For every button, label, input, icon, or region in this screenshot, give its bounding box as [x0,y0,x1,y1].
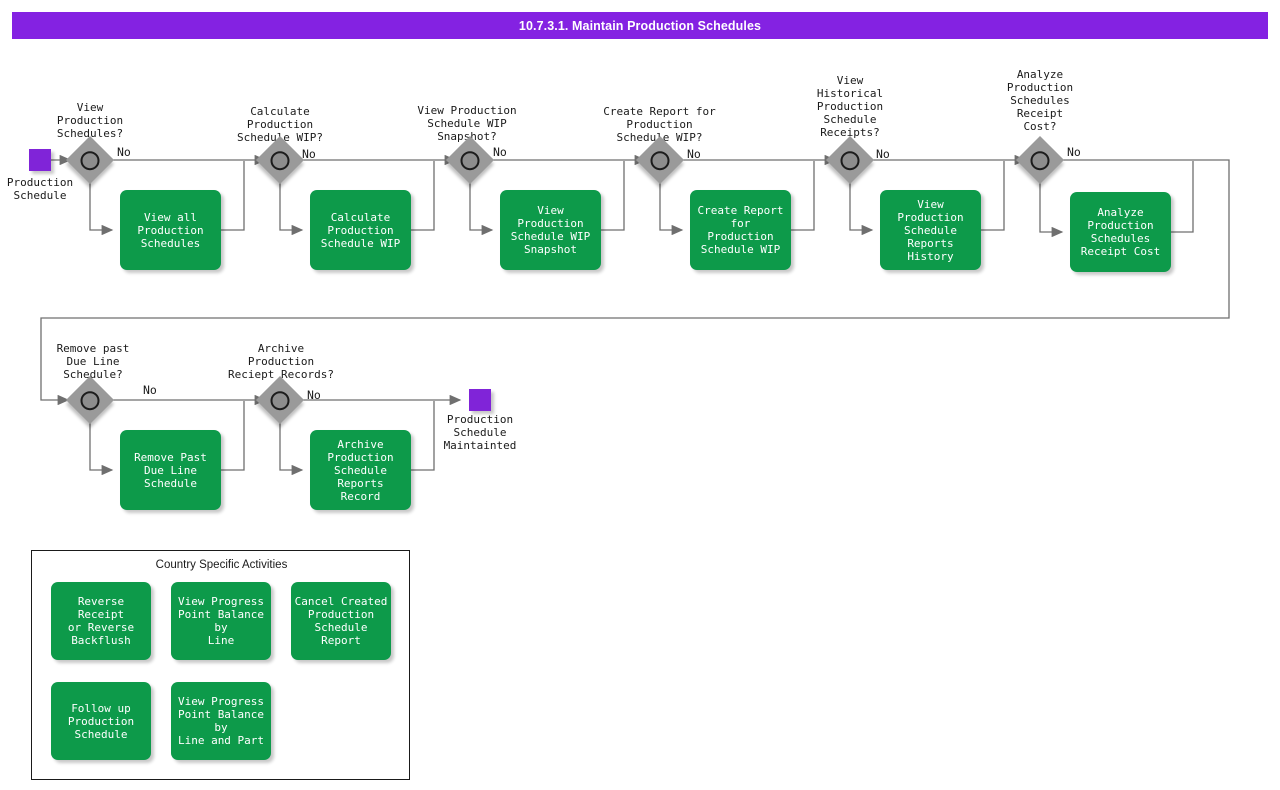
gateway-no-label-6: No [1067,145,1081,159]
gateway-label-calculate-production-schedule-wip: Calculate Production Schedule WIP? [236,105,324,144]
task-archive-production-schedule-reports-record[interactable]: Archive Production Schedule Reports Reco… [310,430,411,510]
gateway-label-analyze-production-schedules-receipt-cost: Analyze Production Schedules Receipt Cos… [1006,68,1074,133]
country-task-follow-up-production-schedule[interactable]: Follow up Production Schedule [51,682,151,760]
country-task-cancel-created-production-schedule-report[interactable]: Cancel Created Production Schedule Repor… [291,582,391,660]
task-create-report-for-production-schedule-wip[interactable]: Create Report for Production Schedule WI… [690,190,791,270]
country-specific-activities-panel: Country Specific Activities Reverse Rece… [31,550,410,780]
gateway-no-label-2: No [302,147,316,161]
task-view-all-production-schedules[interactable]: View all Production Schedules [120,190,221,270]
gateway-label-archive-production-reciept-records: Archive Production Reciept Records? [228,342,334,381]
gateway-label-create-report-for-production-schedule-wip: Create Report for Production Schedule WI… [603,105,716,144]
task-view-production-schedule-reports-history: View Production Schedule Reports History [880,190,981,270]
gateway-label-remove-past-due-line-schedule: Remove past Due Line Schedule? [56,342,130,381]
country-task-view-progress-point-balance-by-line-and-part[interactable]: View Progress Point Balance by Line and … [171,682,271,760]
end-event-label: Production Schedule Maintainted [443,413,517,452]
gateway-no-label-1: No [117,145,131,159]
end-event-production-schedule-maintained[interactable] [469,389,491,411]
gateway-no-label-4: No [687,147,701,161]
gateway-no-label-3: No [493,145,507,159]
task-analyze-production-schedules-receipt-cost[interactable]: Analyze Production Schedules Receipt Cos… [1070,192,1171,272]
page-title-bar: 10.7.3.1. Maintain Production Schedules [12,12,1268,39]
page-title: 10.7.3.1. Maintain Production Schedules [518,18,762,33]
gateway-label-view-historical-production-schedule-receipts: View Historical Production Schedule Rece… [816,74,884,139]
task-view-production-schedule-wip-snapshot[interactable]: View Production Schedule WIP Snapshot [500,190,601,270]
country-task-view-progress-point-balance-by-line[interactable]: View Progress Point Balance by Line [171,582,271,660]
gateway-no-label-5: No [876,147,890,161]
gateway-label-view-production-schedules: View Production Schedules? [56,101,124,140]
task-remove-past-due-line-schedule[interactable]: Remove Past Due Line Schedule [120,430,221,510]
gateway-ring-icon [1030,150,1050,170]
country-task-reverse-receipt-or-reverse-backflush[interactable]: Reverse Receipt or Reverse Backflush [51,582,151,660]
gateway-ring-icon [270,390,290,410]
gateway-no-label-8: No [307,388,321,402]
gateway-ring-icon [840,150,860,170]
gateway-ring-icon [80,390,100,410]
gateway-ring-icon [80,150,100,170]
start-event-production-schedule[interactable] [29,149,51,171]
start-event-label: Production Schedule [6,176,74,202]
country-panel-title: Country Specific Activities [155,559,288,571]
gateway-ring-icon [270,150,290,170]
gateway-ring-icon [650,150,670,170]
gateway-no-label-7: No [143,383,157,397]
gateway-ring-icon [460,150,480,170]
task-calculate-production-schedule-wip[interactable]: Calculate Production Schedule WIP [310,190,411,270]
gateway-label-view-production-schedule-wip-snapshot: View Production Schedule WIP Snapshot? [417,104,517,143]
